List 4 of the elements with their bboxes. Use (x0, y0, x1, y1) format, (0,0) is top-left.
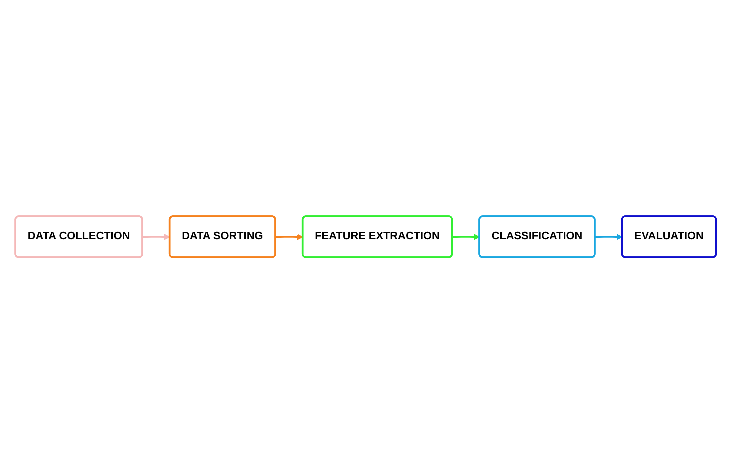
arrow (595, 234, 623, 240)
arrow (142, 234, 171, 240)
arrow (452, 234, 480, 240)
arrow (276, 234, 304, 240)
